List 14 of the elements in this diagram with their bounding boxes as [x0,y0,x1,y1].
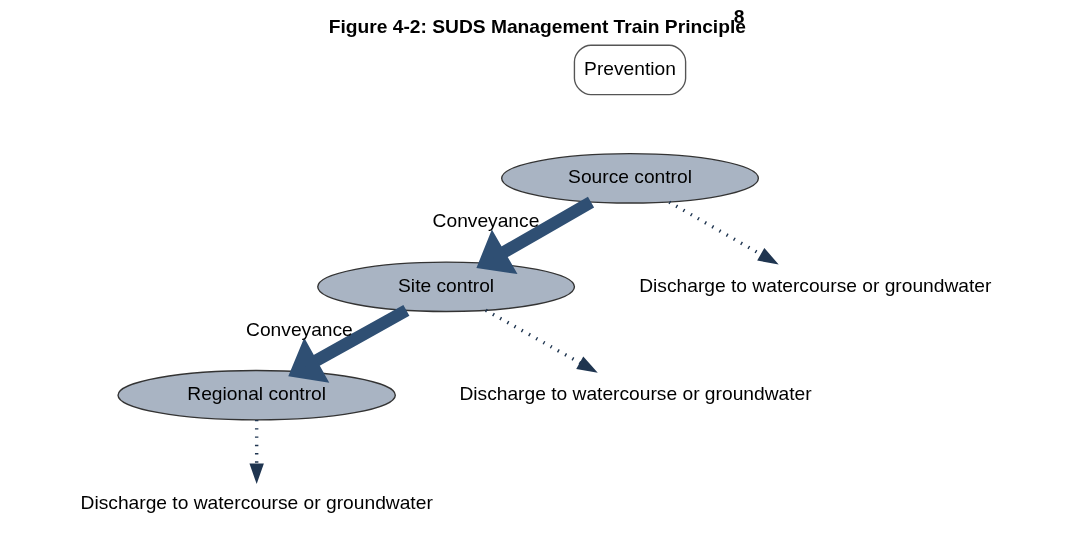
node-ellipse: Site control [317,261,576,313]
node-text: Discharge to watercourse or groundwater [459,383,812,405]
node-text: Discharge to watercourse or groundwater [639,274,992,296]
node-ellipse: Regional control [117,369,396,421]
arrow [668,200,779,265]
arrow [288,304,410,383]
edge-label: Conveyance [246,318,353,340]
node-box: Prevention [573,44,687,96]
node-text: Discharge to watercourse or groundwater [80,491,433,513]
arrow [249,420,264,485]
arrow [476,196,595,275]
edge-label: Conveyance [432,210,540,232]
node-ellipse: Source control [501,152,760,204]
arrow [484,308,598,373]
